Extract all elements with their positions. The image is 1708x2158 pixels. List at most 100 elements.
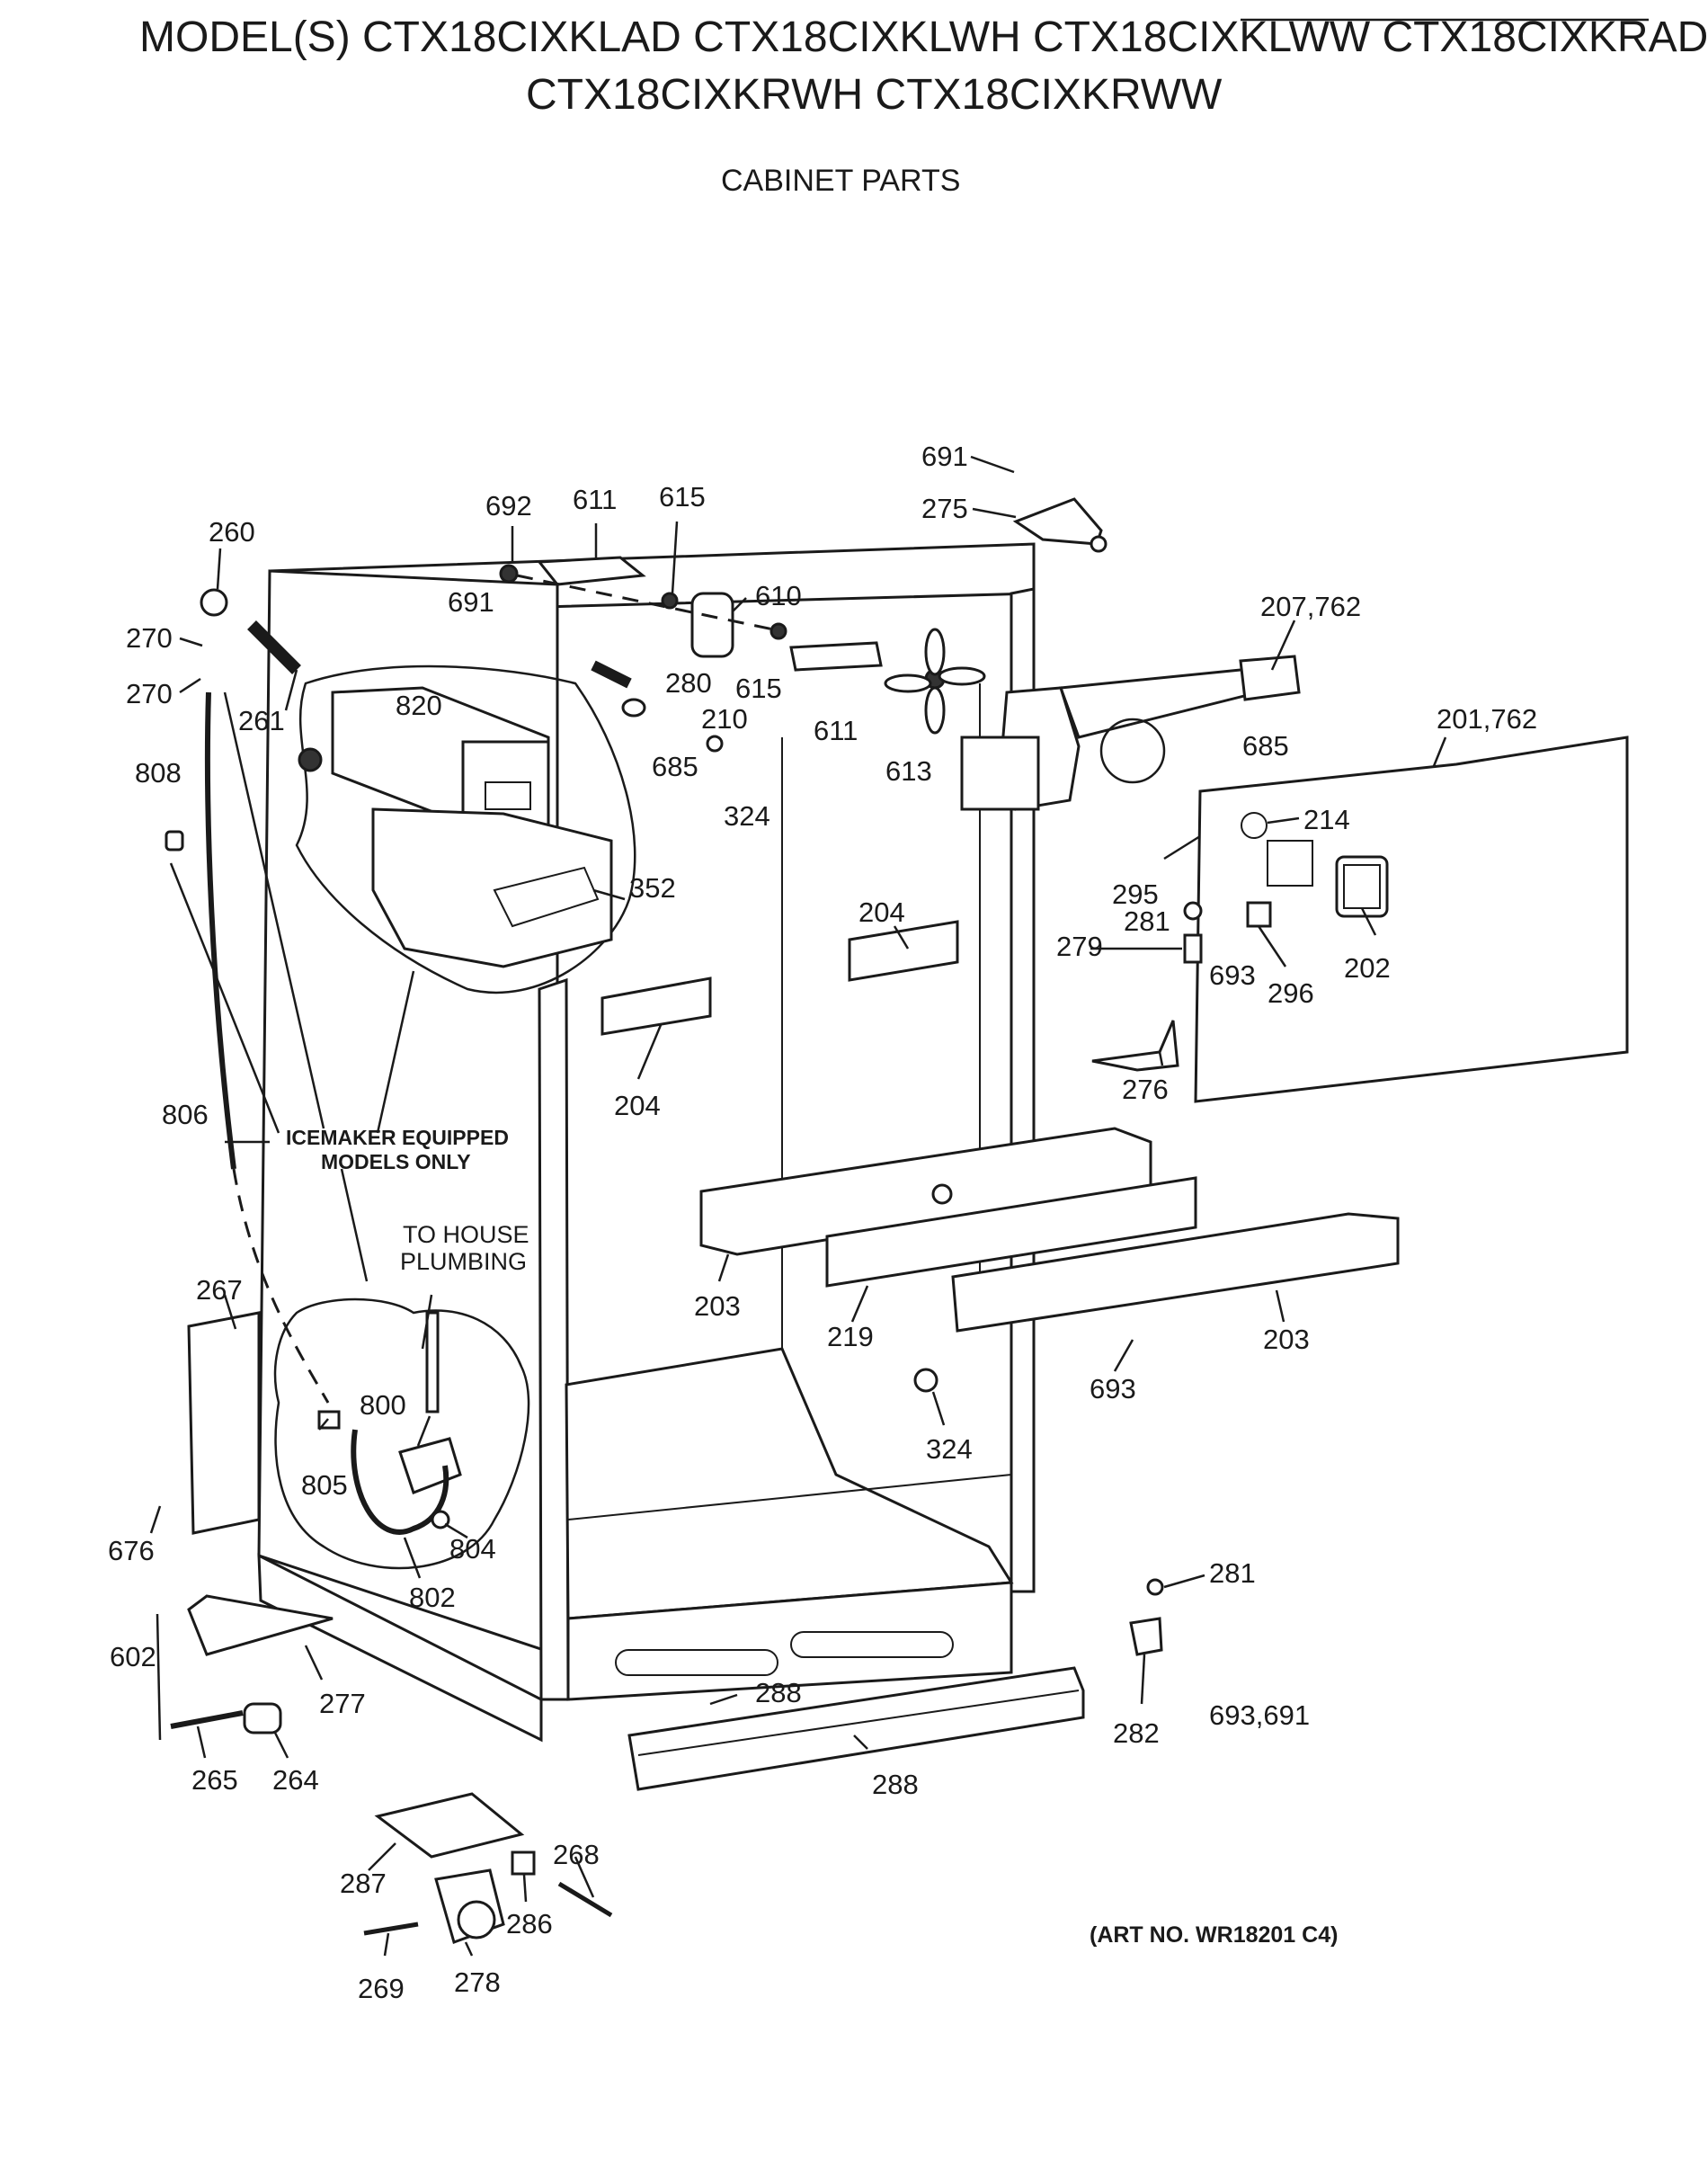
fan-motor-assembly bbox=[499, 556, 883, 672]
fill-tube-261 bbox=[247, 620, 301, 674]
top-hinge-plate bbox=[1012, 497, 1103, 546]
part-label: 820 bbox=[396, 690, 442, 721]
motor-bracket-upper bbox=[537, 556, 646, 586]
part-label: 203 bbox=[694, 1290, 741, 1322]
compressor-cover-267 bbox=[187, 1311, 261, 1535]
part-label: 261 bbox=[238, 705, 285, 736]
ice-bucket-front bbox=[493, 866, 600, 928]
part-label: 805 bbox=[301, 1469, 348, 1501]
divider-219 bbox=[825, 1176, 1197, 1288]
part-label: 352 bbox=[629, 872, 676, 904]
part-label: 693 bbox=[1090, 1373, 1136, 1404]
part-label: 808 bbox=[135, 757, 182, 789]
cabinet-floor bbox=[565, 1347, 1014, 1620]
model-list-line-1: MODEL(S) CTX18CIXKLAD CTX18CIXKLWH CTX18… bbox=[139, 13, 1708, 61]
valve-tube-802 bbox=[351, 1429, 449, 1535]
roller-264 bbox=[243, 1702, 282, 1734]
part-label: 270 bbox=[126, 622, 173, 654]
part-label: 693,691 bbox=[1209, 1699, 1310, 1731]
plumbing-note-line-1: TO HOUSE bbox=[403, 1221, 529, 1248]
ice-bucket-body bbox=[371, 807, 613, 968]
part-label: 288 bbox=[755, 1677, 802, 1708]
water-line-dashed bbox=[232, 1168, 330, 1404]
part-label: 210 bbox=[701, 703, 748, 735]
part-label: 802 bbox=[409, 1582, 456, 1613]
part-label: 282 bbox=[1113, 1717, 1160, 1749]
hinge-282 bbox=[1129, 1617, 1163, 1656]
cabinet-bottom-rail bbox=[566, 1581, 1013, 1701]
switch-279 bbox=[1183, 933, 1203, 964]
screw-692 bbox=[499, 564, 519, 584]
part-label: 287 bbox=[340, 1868, 387, 1899]
leveling-screw-268 bbox=[557, 1881, 613, 1918]
leveling-plate-287 bbox=[374, 1792, 525, 1859]
fan-blade-3 bbox=[884, 673, 932, 693]
part-label: 204 bbox=[858, 896, 905, 928]
part-label: 281 bbox=[1209, 1557, 1256, 1589]
part-label: 278 bbox=[454, 1966, 501, 1998]
fan-motor bbox=[690, 592, 734, 658]
icemaker-callout-outline bbox=[295, 664, 636, 994]
part-label: 207,762 bbox=[1260, 591, 1361, 622]
bracket-277 bbox=[187, 1594, 334, 1656]
cabinet-front-left-stile bbox=[538, 977, 570, 1701]
part-label: 296 bbox=[1268, 977, 1314, 1009]
light-bulb-210 bbox=[621, 698, 646, 718]
part-label: 615 bbox=[735, 673, 782, 704]
control-panel bbox=[1194, 736, 1629, 1103]
part-label: 804 bbox=[449, 1533, 496, 1565]
fan-blade-1 bbox=[924, 628, 946, 676]
part-label: 691 bbox=[921, 441, 968, 472]
water-valve-callout-outline bbox=[273, 1297, 530, 1570]
icemaker-note-line-1: ICEMAKER EQUIPPED bbox=[286, 1126, 509, 1149]
part-label: 286 bbox=[506, 1908, 553, 1940]
part-label: 685 bbox=[1242, 730, 1289, 762]
fan-motor-box bbox=[960, 736, 1040, 811]
plug-324-lower bbox=[913, 1368, 939, 1393]
axle-265 bbox=[170, 1710, 244, 1729]
pin-269 bbox=[363, 1922, 419, 1936]
part-label: 806 bbox=[162, 1099, 209, 1130]
toe-grille bbox=[627, 1666, 1085, 1791]
part-label: 288 bbox=[872, 1769, 919, 1800]
nut-286 bbox=[511, 1850, 536, 1876]
part-label: 685 bbox=[652, 751, 698, 782]
part-label: 611 bbox=[573, 484, 617, 515]
part-label: 265 bbox=[191, 1764, 238, 1796]
part-label: 610 bbox=[755, 580, 802, 611]
part-label: 602 bbox=[110, 1641, 156, 1672]
motor-bracket-lower bbox=[789, 641, 883, 672]
assembly-centerline bbox=[516, 574, 774, 631]
part-label: 693 bbox=[1209, 959, 1256, 991]
light-switch-296 bbox=[1246, 901, 1272, 928]
front-roller-wheel bbox=[457, 1900, 496, 1940]
top-hinge bbox=[1012, 497, 1108, 553]
rail-204-right bbox=[848, 920, 959, 982]
thermistor-bracket bbox=[931, 1183, 953, 1205]
fan-blade bbox=[884, 628, 986, 735]
part-label: 692 bbox=[485, 490, 532, 522]
part-label: 203 bbox=[1263, 1324, 1310, 1355]
rail-slot-2 bbox=[790, 1631, 954, 1658]
part-label: 281 bbox=[1124, 905, 1170, 937]
part-label: 264 bbox=[272, 1764, 319, 1796]
control-panel-plate bbox=[1194, 736, 1629, 1103]
part-label: 280 bbox=[665, 667, 712, 699]
part-label: 691 bbox=[448, 586, 494, 618]
part-label: 201,762 bbox=[1437, 703, 1537, 735]
part-label: 260 bbox=[209, 516, 255, 548]
part-label: 615 bbox=[659, 481, 706, 513]
fan-blade-4 bbox=[938, 666, 986, 686]
cabinet-front-right-stile bbox=[1010, 587, 1036, 1593]
leader-lines bbox=[149, 455, 1447, 1957]
washer-281 bbox=[1183, 901, 1203, 921]
part-label: 324 bbox=[926, 1433, 973, 1465]
cabinet-base bbox=[257, 1553, 543, 1743]
section-title: CABINET PARTS bbox=[721, 164, 961, 198]
floor-step bbox=[567, 1474, 1012, 1520]
rail-slot-1 bbox=[615, 1649, 778, 1676]
part-label: 270 bbox=[126, 678, 173, 709]
hinge-276 bbox=[1091, 1020, 1179, 1072]
water-valve-fitting-260 bbox=[200, 588, 228, 617]
evaporator-cover bbox=[960, 655, 1301, 811]
